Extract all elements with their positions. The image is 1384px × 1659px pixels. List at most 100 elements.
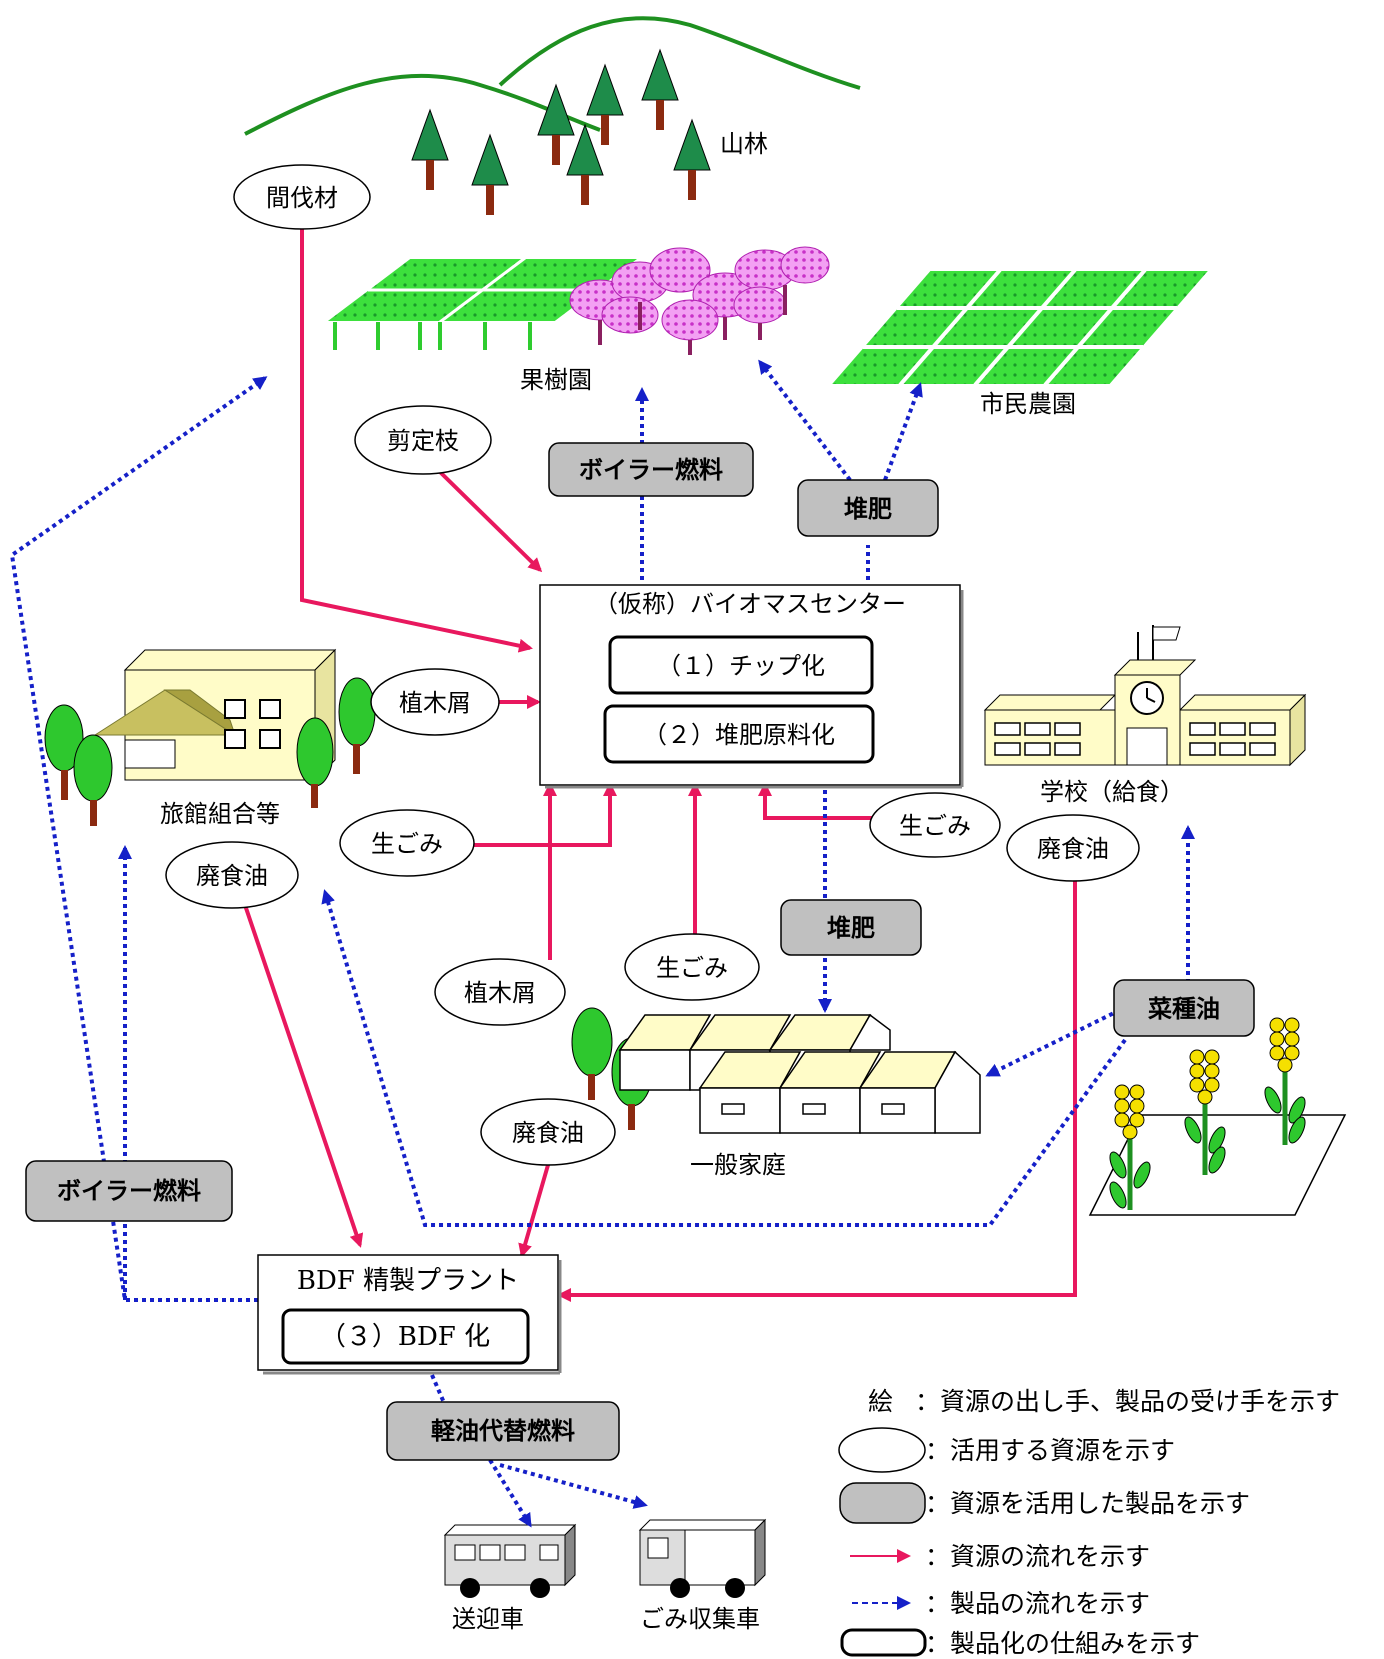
tree-icon (641, 48, 679, 130)
tree-icon (411, 108, 449, 190)
flow-namagomi-3 (758, 782, 872, 820)
tree-icon (566, 123, 604, 205)
canola-flower-icon (1184, 1049, 1226, 1175)
resource-haishoku-1: 廃食油 (165, 841, 299, 909)
tree-icon (296, 717, 334, 808)
biomass-title: （仮称）バイオマスセンター (594, 590, 906, 618)
svg-text:間伐材: 間伐材 (266, 184, 338, 212)
flow-natane-to-katei (985, 1008, 1121, 1077)
product-taihi-2: 堆肥 (780, 899, 922, 956)
tree-icon (586, 63, 624, 145)
houses-illustration (571, 1007, 981, 1134)
svg-text:植木屑: 植木屑 (464, 979, 536, 1007)
product-keiyu: 軽油代替燃料 (386, 1401, 620, 1461)
flow-keiyu-to-truck (499, 1463, 648, 1509)
tree-icon (338, 677, 376, 774)
legend-mechanism-box (840, 1628, 927, 1657)
svg-text:堆肥: 堆肥 (844, 495, 892, 523)
blossom-trees (569, 246, 830, 355)
svg-text:生ごみ: 生ごみ (899, 812, 971, 840)
flow-haishoku-3 (557, 880, 1077, 1302)
school-illustration (983, 625, 1307, 767)
gakko-label: 学校（給食） (1040, 778, 1184, 806)
shimin-noen-label: 市民農園 (980, 390, 1076, 418)
legend-flow-product: ：製品の流れを示す (925, 1589, 1150, 1618)
inn-illustration (44, 648, 376, 826)
katei-label: 一般家庭 (690, 1151, 786, 1179)
legend-product: ：資源を活用した製品を示す (925, 1489, 1250, 1518)
legend-flow-resource: ：資源の流れを示す (925, 1542, 1150, 1571)
tree-icon (73, 734, 113, 826)
mountain-forest-illustration (244, 16, 861, 215)
biomass-center: （仮称）バイオマスセンター （１）チップ化 （２）堆肥原料化 (539, 584, 964, 789)
svg-text:軽油代替燃料: 軽油代替燃料 (431, 1417, 575, 1445)
legend-mechanism: ：製品化の仕組みを示す (925, 1629, 1200, 1658)
product-taihi-1: 堆肥 (797, 479, 939, 537)
flow-natane-to-ryokan (321, 889, 1127, 1227)
mechanism-chip: （１）チップ化 (608, 635, 874, 695)
flow-bdf-to-keiyu (430, 1374, 447, 1406)
shuttle-bus-icon (443, 1523, 577, 1598)
resource-flows (243, 228, 1077, 1302)
flow-kanbatsu (300, 228, 533, 653)
flow-sentei (436, 468, 543, 573)
resource-uekikuzu-2: 植木屑 (434, 958, 566, 1026)
svg-text:（１）チップ化: （１）チップ化 (657, 652, 825, 680)
mechanism-bdf: （３）BDF 化 (281, 1308, 530, 1365)
svg-text:ボイラー燃料: ボイラー燃料 (579, 456, 723, 484)
ryokan-label: 旅館組合等 (160, 800, 280, 828)
flow-namagomi-1 (472, 782, 617, 847)
svg-text:堆肥: 堆肥 (827, 914, 875, 942)
resource-kanbatsu: 間伐材 (233, 164, 371, 230)
resource-namagomi-3: 生ごみ (869, 792, 1001, 858)
legend-e: 絵 (868, 1387, 893, 1416)
svg-text:生ごみ: 生ごみ (371, 830, 443, 858)
product-boiler-2: ボイラー燃料 (25, 1160, 233, 1222)
legend-e-desc: ：資源の出し手、製品の受け手を示す (915, 1387, 1340, 1416)
canola-field-illustration (1088, 1017, 1347, 1216)
svg-text:廃食油: 廃食油 (1037, 835, 1109, 863)
resource-uekikuzu-1: 植木屑 (370, 668, 500, 736)
legend-resource-oval (838, 1427, 926, 1473)
garbage-truck-icon (638, 1518, 767, 1598)
flow-taihi-to-noen (883, 382, 923, 481)
citizen-farm-illustration (827, 268, 1213, 387)
svg-text:（３）BDF 化: （３）BDF 化 (320, 1322, 490, 1352)
sogei-label: 送迎車 (452, 1605, 524, 1633)
resource-haishoku-2: 廃食油 (480, 1098, 616, 1166)
product-flows (9, 359, 1195, 1528)
resource-namagomi-1: 生ごみ (339, 809, 475, 877)
svg-text:植木屑: 植木屑 (399, 689, 471, 717)
canola-flower-icon (1264, 1017, 1306, 1145)
sanrin-label: 山林 (720, 130, 768, 158)
bdf-plant: BDF 精製プラント （３）BDF 化 (257, 1254, 562, 1375)
kajuen-label: 果樹園 (520, 366, 592, 394)
svg-text:菜種油: 菜種油 (1147, 995, 1220, 1023)
flow-haishoku-1 (243, 904, 364, 1248)
svg-text:剪定枝: 剪定枝 (387, 427, 459, 455)
svg-text:ボイラー燃料: ボイラー燃料 (57, 1177, 201, 1205)
legend: 絵 ：資源の出し手、製品の受け手を示す ：活用する資源を示す ：資源を活用した製… (838, 1387, 1340, 1658)
canola-flower-icon (1109, 1084, 1151, 1210)
tree-icon (537, 83, 575, 165)
flow-boiler-to-kajuen-left (9, 376, 268, 1302)
svg-text:廃食油: 廃食油 (196, 862, 268, 890)
svg-text:廃食油: 廃食油 (512, 1119, 584, 1147)
resource-haishoku-3: 廃食油 (1006, 814, 1140, 882)
tree-icon (571, 1007, 613, 1100)
tree-icon (673, 118, 711, 200)
flow-haishoku-2 (518, 1164, 550, 1258)
svg-text:（２）堆肥原料化: （２）堆肥原料化 (643, 721, 835, 749)
tree-icon (44, 704, 84, 800)
orchard-illustration (322, 246, 830, 355)
legend-product-box (839, 1482, 926, 1524)
resource-sentei: 剪定枝 (354, 405, 492, 475)
product-boiler-1: ボイラー燃料 (548, 442, 754, 497)
legend-resource: ：活用する資源を示す (925, 1436, 1175, 1465)
gomi-shushu-label: ごみ収集車 (640, 1605, 760, 1633)
product-natane: 菜種油 (1113, 979, 1255, 1037)
bdf-title: BDF 精製プラント (297, 1266, 519, 1296)
resource-namagomi-2: 生ごみ (624, 933, 760, 1001)
svg-text:生ごみ: 生ごみ (656, 954, 728, 982)
